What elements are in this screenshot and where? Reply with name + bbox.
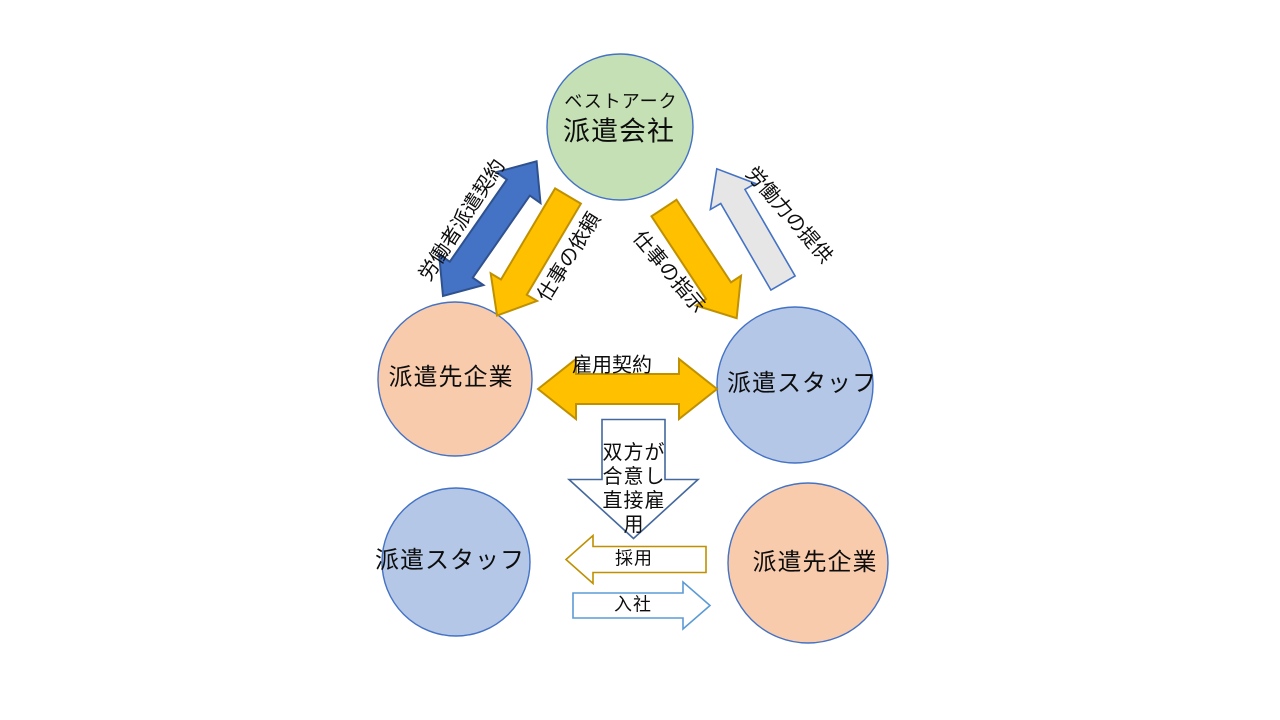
direct-hire-label: 双方が 合意し 直接雇 用 — [603, 440, 666, 536]
direct-hire-arrow — [566, 418, 701, 540]
staff-mid-circle — [716, 306, 874, 464]
agency-company-name: ベストアーク — [564, 91, 678, 113]
client-bottom-circle — [727, 482, 889, 644]
labor-provision-arrow — [709, 167, 797, 292]
employment-contract-label: 雇用契約 — [572, 352, 652, 377]
work-instruction-arrow — [650, 198, 743, 320]
agency-circle — [546, 53, 694, 201]
agency-label: 派遣会社 — [563, 116, 675, 148]
direct-hire-line-4: 用 — [623, 512, 645, 536]
client-mid-label: 派遣先企業 — [388, 363, 514, 392]
join-arrow — [572, 580, 712, 631]
employment-contract-arrow — [536, 356, 719, 422]
direct-hire-line-2: 合意し — [602, 464, 666, 488]
job-request-arrow — [489, 186, 583, 317]
staff-bottom-circle — [381, 487, 531, 637]
direct-hire-line-3: 直接雇 — [602, 488, 666, 512]
hire-arrow — [564, 533, 707, 586]
client-bottom-label: 派遣先企業 — [752, 548, 878, 577]
worker-dispatch-contract-arrow — [437, 160, 542, 298]
join-label: 入社 — [614, 594, 652, 616]
staff-mid-label: 派遣スタッフ — [727, 369, 877, 398]
staff-bottom-label: 派遣スタッフ — [375, 546, 525, 575]
direct-hire-line-1: 双方が — [602, 440, 666, 464]
hire-label: 採用 — [615, 548, 653, 570]
client-mid-circle — [377, 301, 533, 457]
